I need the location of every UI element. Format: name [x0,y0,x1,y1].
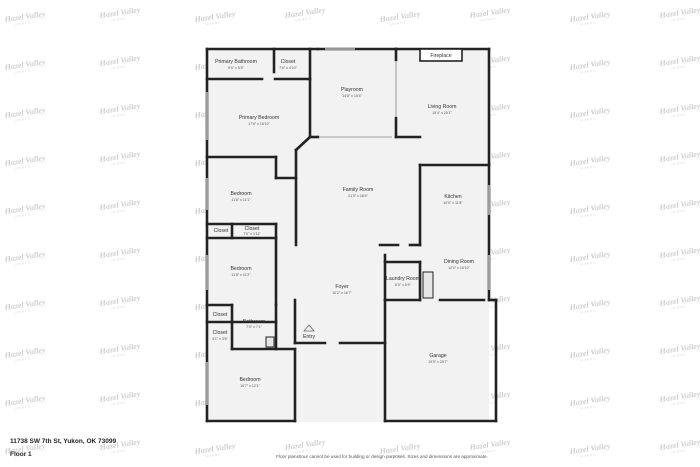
watermark-tagline: HOMES [15,212,31,218]
room-dims: 15'4" x 20'1" [432,111,452,115]
watermark-tagline: HOMES [110,448,126,454]
watermark-tagline: HOMES [15,260,31,266]
watermark-tagline: HOMES [670,304,686,310]
room-dims: 6'0" x 5'9" [395,283,411,287]
room-name: Bedroom [230,191,251,197]
room-name: Entry [303,334,316,340]
room-name: Primary Bathroom [215,59,257,65]
room-name: Laundry Room [386,276,420,282]
room-dims: 21'0" x 18'4" [348,194,368,198]
room-fills [207,50,489,422]
room-dims: 19'5" x 20'7" [428,360,448,364]
watermark-tagline: HOMES [205,452,221,458]
windows [206,48,490,405]
room-dims: 4'1" x 3'6" [212,337,228,341]
room-dims: 14'8" x 15'4" [342,94,362,98]
watermark-tagline: HOMES [295,16,311,22]
room-name: Closet [213,330,228,336]
room-name: Kitchen [444,194,461,200]
watermark-tagline: HOMES [580,452,596,458]
disclaimer-text: Floor plans/tour cannot be used for buil… [0,454,700,459]
watermark-tagline: HOMES [15,164,31,170]
watermark-tagline: HOMES [480,16,496,22]
watermark-tagline: HOMES [580,68,596,74]
watermark-tagline: HOMES [15,404,31,410]
room-name: Dining Room [444,259,474,265]
room-dims: 7'6" x 4'10" [279,66,297,70]
watermark-tagline: HOMES [580,260,596,266]
watermark-tagline: HOMES [390,20,406,26]
disclaimer-label: Floor plans/tour cannot be used for buil… [276,454,488,459]
room-name: Family Room [343,187,374,193]
room-name: Playroom [341,87,363,93]
entry-arrow-icon [303,324,315,332]
watermark-tagline: HOMES [15,356,31,362]
room-name: Closet [245,226,260,232]
room-dims: 11'8" x 11'1" [231,198,251,202]
watermark-tagline: HOMES [295,448,311,454]
watermark-tagline: HOMES [110,160,126,166]
watermark-tagline: HOMES [110,112,126,118]
room-dims: 17'0" x 16'10" [248,122,270,126]
watermark-tagline: HOMES [580,356,596,362]
watermark-tagline: HOMES [110,16,126,22]
watermark-tagline: HOMES [580,20,596,26]
watermark-tagline: HOMES [670,352,686,358]
watermark-tagline: HOMES [580,308,596,314]
watermark-tagline: HOMES [15,116,31,122]
room-dims: 10'2" x 16'7" [332,291,352,295]
room-dims: 11'8" x 11'2" [231,273,251,277]
watermark-tagline: HOMES [15,452,31,458]
room-name: Closet [213,312,228,318]
watermark-tagline: HOMES [670,208,686,214]
watermark-tagline: HOMES [205,20,221,26]
watermark-tagline: HOMES [580,212,596,218]
watermark-tagline: HOMES [110,352,126,358]
watermark-tagline: HOMES [580,404,596,410]
room-name: Garage [429,353,446,359]
room-dims: 7'0" x 7'1" [246,325,262,329]
room-name: Bedroom [230,266,251,272]
room-dims: 10'7" x 12'1" [240,384,260,388]
watermark-tagline: HOMES [110,256,126,262]
room-name: Bathroom [243,319,266,325]
room-dims: 12'0" x 10'10" [448,266,470,270]
watermark-tagline: HOMES [480,448,496,454]
room-name: Living Room [428,104,457,110]
watermark-tagline: HOMES [580,164,596,170]
fireplace-shape [419,48,463,62]
watermark-tagline: HOMES [110,64,126,70]
room-name: Foyer [335,284,349,290]
room-dims: 10'0" x 11'8" [443,201,463,205]
watermark-tagline: HOMES [670,256,686,262]
room-name: Bedroom [239,377,260,383]
room-name: Closet [281,59,296,65]
bath-fixture [265,336,275,348]
watermark-tagline: HOMES [110,208,126,214]
watermark-tagline: HOMES [670,160,686,166]
room-dims: 7'0" x 1'11" [243,232,261,236]
room-name: Closet [214,228,229,234]
laundry-fixture [422,271,434,299]
watermark-tagline: HOMES [670,400,686,406]
watermark-tagline: HOMES [15,308,31,314]
watermark-tagline: HOMES [110,400,126,406]
watermark-tagline: HOMES [670,112,686,118]
watermark-tagline: HOMES [110,304,126,310]
floor-label: Floor 1 [10,451,32,458]
watermark-tagline: HOMES [670,64,686,70]
watermark-tagline: HOMES [15,68,31,74]
watermark-tagline: HOMES [670,16,686,22]
watermark-tagline: HOMES [390,452,406,458]
room-name: Fireplace [430,53,451,59]
watermark-tagline: HOMES [15,20,31,26]
property-address: 11738 SW 7th St, Yukon, OK 73099 [10,438,117,445]
watermark-tagline: HOMES [580,116,596,122]
watermark-tagline: HOMES [670,448,686,454]
room-dims: 9'0" x 5'5" [228,66,244,70]
room-labels: Primary Bathroom 9'0" x 5'5" Closet 7'6"… [212,53,474,388]
room-name: Primary Bedroom [239,115,279,121]
